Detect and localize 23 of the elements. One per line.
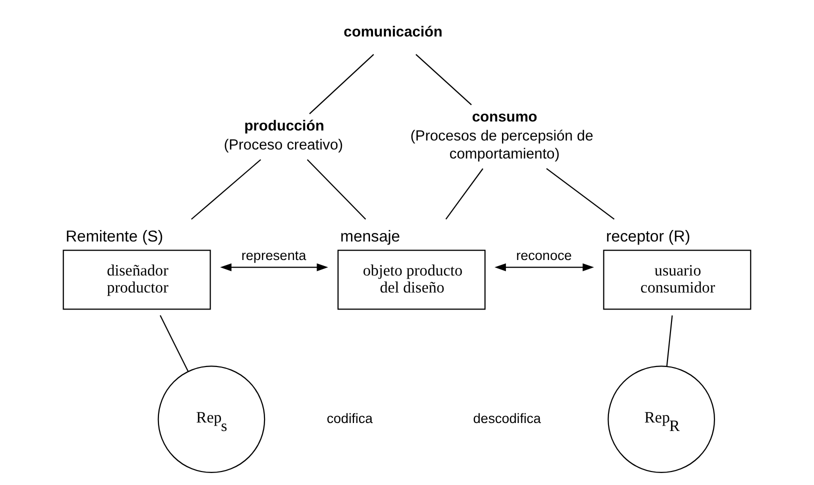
node-box: usuario consumidor [603, 249, 752, 310]
connector [445, 168, 484, 219]
connector [416, 53, 472, 105]
edge-label: representa [241, 248, 306, 263]
arrow [220, 262, 328, 271]
node-text: producción (Proceso creativo) [224, 118, 344, 154]
connector [309, 53, 374, 114]
label: codifica [326, 410, 373, 426]
node-box: objeto producto del diseño [337, 249, 486, 310]
node-text: consumo (Procesos de percepsión de comportamiento) [410, 108, 594, 162]
arrow [494, 262, 594, 271]
node-text: comunicación [344, 24, 442, 40]
connector [666, 314, 673, 366]
connector [546, 168, 615, 220]
node-label: Remitente (S) [66, 228, 164, 246]
connector [160, 314, 189, 372]
connector [191, 158, 262, 220]
connector [306, 158, 366, 220]
node-box: diseñador productor [62, 249, 211, 310]
node-label: mensaje [340, 228, 400, 246]
label: descodifica [473, 410, 541, 426]
node-label: receptor (R) [606, 228, 690, 246]
edge-label: reconoce [516, 248, 572, 263]
